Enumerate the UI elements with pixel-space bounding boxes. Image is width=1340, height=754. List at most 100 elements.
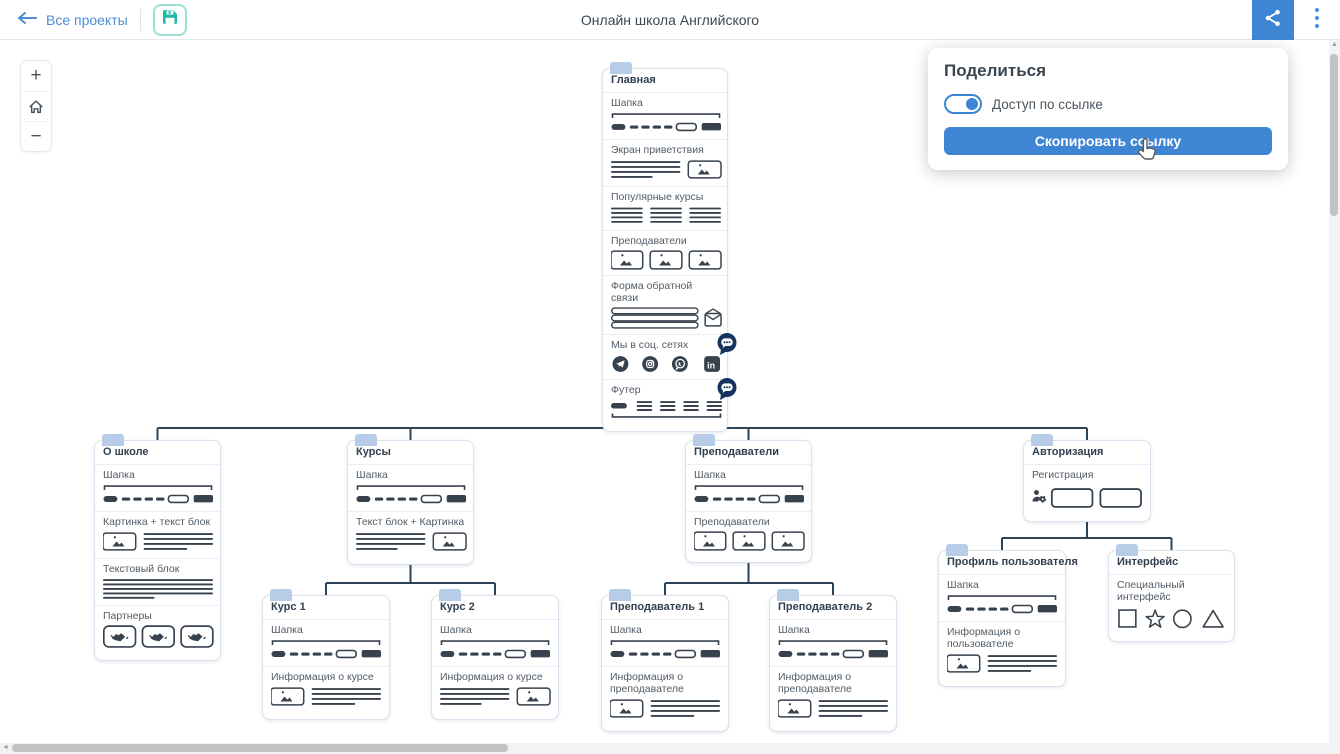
node-section[interactable]: Шапка — [348, 465, 473, 511]
node-section[interactable]: Преподаватели — [686, 511, 811, 556]
scroll-left-arrow[interactable]: ◄ — [2, 744, 9, 751]
node-title: О школе — [95, 441, 220, 465]
link-access-label: Доступ по ссылке — [992, 96, 1103, 112]
node-tab — [270, 589, 292, 601]
node-title: Интерфейс — [1109, 551, 1234, 575]
horizontal-scroll-thumb[interactable] — [12, 744, 508, 752]
zoom-out-button[interactable]: − — [21, 121, 51, 151]
section-label: Преподаватели — [611, 235, 687, 247]
section-label: Шапка — [694, 469, 726, 481]
wireframe-text-image — [440, 686, 551, 708]
section-label: Популярные курсы — [611, 191, 704, 203]
section-label: Шапка — [610, 624, 642, 636]
mouse-cursor-pointer — [1136, 137, 1160, 168]
node-section[interactable]: Форма обратной связи — [603, 275, 727, 334]
node-title: Преподаватель 2 — [770, 596, 896, 620]
back-to-projects-link[interactable]: Все проекты — [16, 11, 128, 28]
home-button[interactable] — [21, 91, 51, 121]
node-section[interactable]: Преподаватели — [603, 230, 727, 275]
node-section[interactable]: Текст блок + Картинка — [348, 511, 473, 558]
wireframe-form — [611, 307, 722, 329]
wireframe-shapes — [1117, 606, 1226, 630]
share-button[interactable] — [1252, 0, 1294, 40]
node-section[interactable]: Шапка — [95, 465, 220, 511]
node-section[interactable]: Картинка + текст блок — [95, 511, 220, 558]
node-section[interactable]: Футер — [603, 378, 737, 425]
scroll-up-arrow[interactable]: ▲ — [1331, 41, 1338, 48]
save-button[interactable] — [152, 3, 187, 36]
sitemap-node-glavnaya[interactable]: Главная Шапка Экран приветствия Популярн… — [602, 62, 737, 432]
kebab-vertical-icon — [1314, 7, 1320, 34]
zoom-in-button[interactable]: + — [30, 65, 42, 86]
sitemap-node-profil[interactable]: Профиль пользователя Шапка Информация о … — [938, 544, 1078, 687]
node-section[interactable]: Шапка — [603, 93, 727, 139]
comment-badge-icon[interactable] — [717, 333, 737, 361]
wireframe-header — [610, 639, 721, 661]
wireframe-register — [1032, 484, 1142, 510]
sitemap-node-o-shkole[interactable]: О школе Шапка Картинка + текст блок Текс… — [94, 434, 221, 661]
section-label: Экран приветствия — [611, 144, 704, 156]
section-label: Форма обратной связи — [611, 280, 693, 304]
node-title: Главная — [603, 69, 727, 93]
wireframe-partners — [103, 625, 214, 649]
node-section[interactable]: Экран приветствия — [603, 139, 727, 186]
sitemap-node-kurs2[interactable]: Курс 2 Шапка Информация о курсе — [431, 589, 559, 720]
node-section[interactable]: Шапка — [263, 620, 389, 666]
sitemap-node-interfeys[interactable]: Интерфейс Специальный интерфейс — [1108, 544, 1235, 642]
wireframe-social: in — [611, 354, 721, 374]
node-section[interactable]: Шапка — [432, 620, 558, 666]
wireframe-images3 — [694, 531, 805, 551]
wireframe-header — [694, 484, 805, 506]
node-section[interactable]: Информация о курсе — [263, 666, 389, 713]
zoom-toolbar: + − — [20, 60, 52, 152]
section-label: Информация о курсе — [440, 671, 543, 683]
node-section[interactable]: Информация о курсе — [432, 666, 558, 713]
node-section[interactable]: Шапка — [686, 465, 811, 511]
section-label: Футер — [611, 384, 641, 396]
node-title: Профиль пользователя — [939, 551, 1078, 575]
sitemap-node-prep2[interactable]: Преподаватель 2 Шапка Информация о препо… — [769, 589, 897, 732]
node-section[interactable]: Информация о пользователе — [939, 621, 1065, 680]
toggle-knob — [966, 98, 978, 110]
node-section[interactable]: Регистрация — [1024, 465, 1150, 515]
node-section[interactable]: Текстовый блок — [95, 558, 220, 605]
node-title: Курс 1 — [263, 596, 389, 620]
horizontal-scrollbar[interactable]: ◄ — [0, 743, 1340, 754]
more-menu-button[interactable] — [1300, 0, 1334, 40]
comment-badge-icon[interactable] — [717, 378, 737, 406]
node-section[interactable]: Шапка — [939, 575, 1065, 621]
node-section[interactable]: Специальный интерфейс — [1109, 575, 1234, 635]
arrow-left-icon — [16, 11, 38, 28]
node-title: Преподаватель 1 — [602, 596, 728, 620]
section-label: Картинка + текст блок — [103, 516, 211, 528]
back-label: Все проекты — [46, 11, 128, 28]
sitemap-node-kurs1[interactable]: Курс 1 Шапка Информация о курсе — [262, 589, 390, 720]
sitemap-node-kursy[interactable]: Курсы Шапка Текст блок + Картинка — [347, 434, 474, 565]
sitemap-node-avtorizaciya[interactable]: Авторизация Регистрация — [1023, 434, 1151, 522]
wireframe-footer — [611, 399, 722, 420]
sitemap-node-prepodavateli[interactable]: Преподаватели Шапка Преподаватели — [685, 434, 812, 563]
node-title: Курс 2 — [432, 596, 558, 620]
copy-link-button[interactable]: Скопировать ссылку — [944, 127, 1272, 155]
vertical-scrollbar[interactable]: ▲ — [1329, 40, 1340, 743]
link-access-toggle[interactable] — [944, 94, 982, 114]
node-section[interactable]: Информация о преподавателе — [770, 666, 896, 725]
share-icon — [1263, 8, 1283, 33]
wireframe-image-text — [947, 653, 1058, 675]
node-section[interactable]: Шапка — [602, 620, 728, 666]
section-label: Регистрация — [1032, 469, 1094, 481]
node-section[interactable]: Популярные курсы — [603, 186, 727, 230]
node-tab — [102, 434, 124, 446]
node-section[interactable]: Информация о преподавателе — [602, 666, 728, 725]
section-label: Шапка — [103, 469, 135, 481]
sitemap-node-prep1[interactable]: Преподаватель 1 Шапка Информация о препо… — [601, 589, 729, 732]
node-section[interactable]: Мы в соц. сетях in — [603, 333, 737, 379]
wireframe-textblock — [103, 578, 214, 600]
node-section[interactable]: Шапка — [770, 620, 896, 666]
section-label: Текстовый блок — [103, 563, 180, 575]
vertical-scroll-thumb[interactable] — [1330, 54, 1338, 216]
wireframe-image-text — [103, 531, 214, 553]
wireframe-header — [947, 594, 1058, 616]
wireframe-header — [440, 639, 551, 661]
node-section[interactable]: Партнеры — [95, 605, 220, 654]
